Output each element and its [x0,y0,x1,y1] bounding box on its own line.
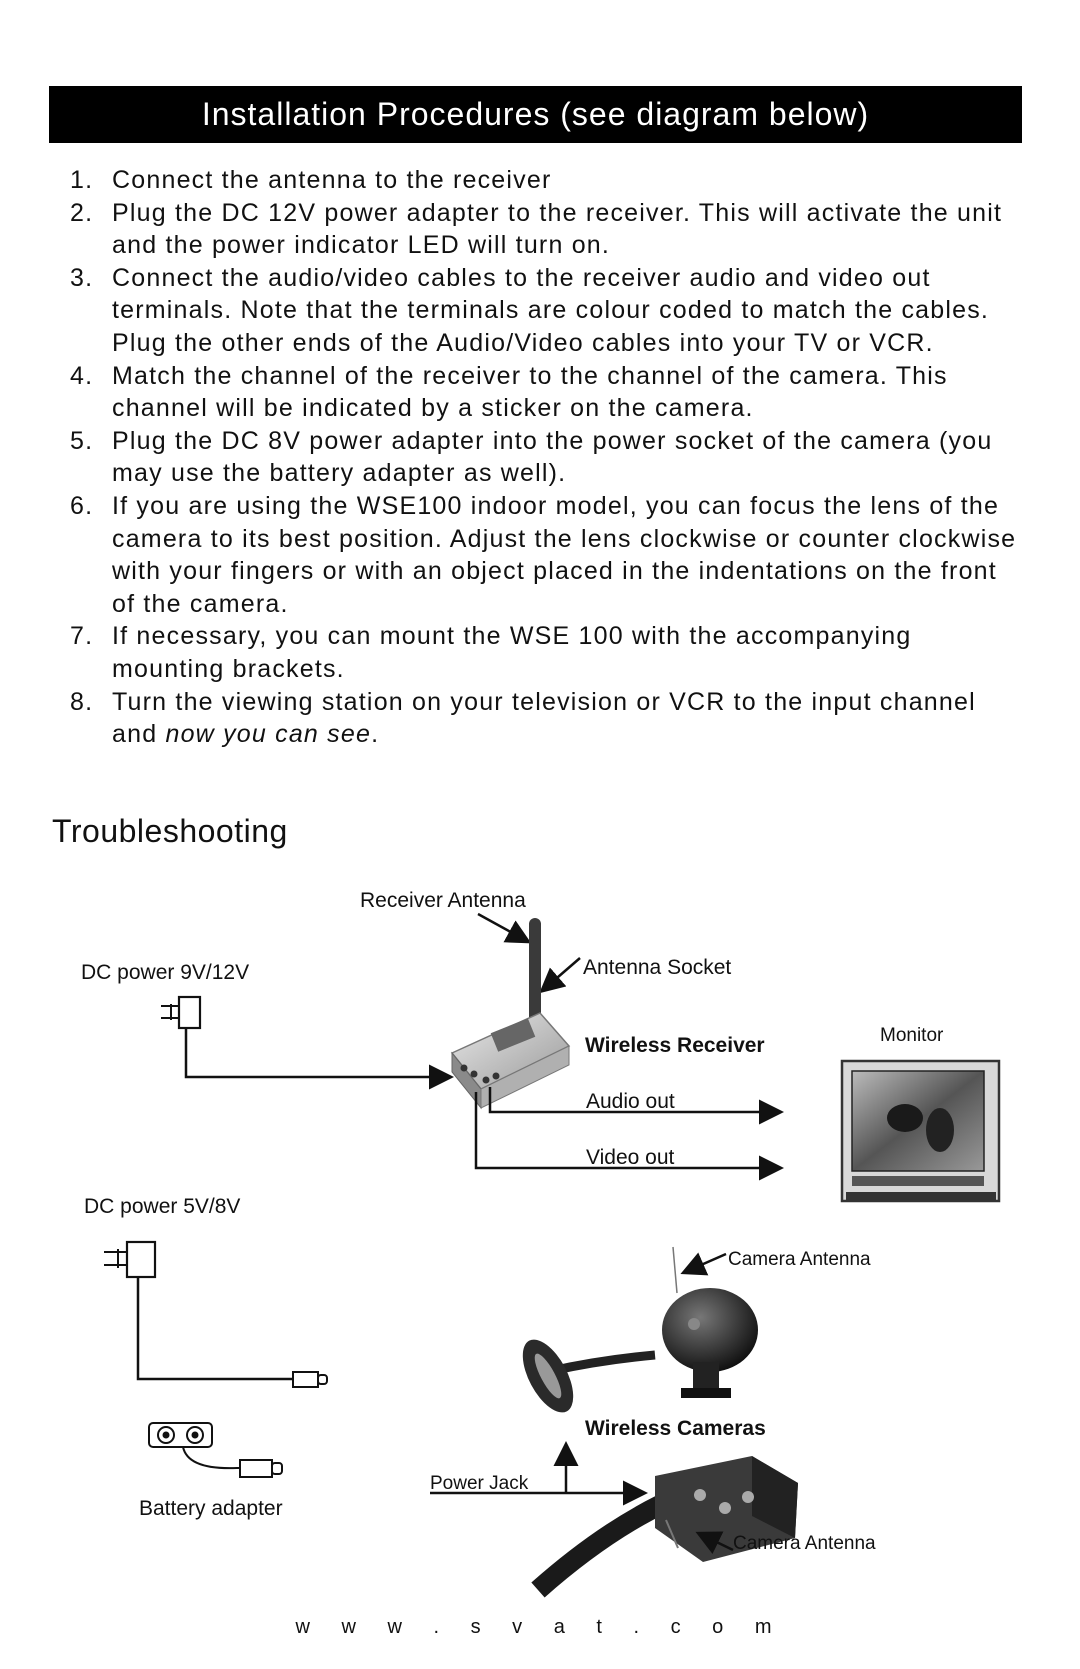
page-title-banner: Installation Procedures (see diagram bel… [49,86,1022,143]
video-out-label: Video out [586,1146,675,1169]
step-text: Connect the audio/video cables to the re… [112,263,990,357]
step-number: 3. [70,263,94,292]
receiver-antenna-pointer [477,912,532,944]
list-item: 8. Turn the viewing station on your telev… [70,686,1020,751]
list-item: 1. Connect the antenna to the receiver [70,164,1020,197]
list-item: 4. Match the channel of the receiver to t… [70,360,1020,425]
step-text-tail: . [371,720,380,749]
step-number: 5. [70,426,94,455]
installation-steps: 1. Connect the antenna to the receiver 2.… [70,164,1020,751]
camera-antenna-wire [672,1246,678,1294]
antenna-socket-label: Antenna Socket [583,956,732,979]
audio-cable [488,1087,784,1125]
list-item: 3. Connect the audio/video cables to the … [70,262,1020,360]
troubleshooting-heading: Troubleshooting [52,813,288,849]
camera-antenna-2-pointer [695,1531,734,1554]
step-text: Connect the antenna to the receiver [112,166,552,194]
wireless-cameras-label: Wireless Cameras [585,1417,766,1440]
list-item: 6. If you are using the WSE100 indoor mod… [70,490,1020,620]
website-footer: w w w . s v a t . c o m [295,1616,785,1638]
wireless-camera-icon [522,1288,758,1413]
monitor-label: Monitor [880,1025,944,1046]
dc-power-8v-label: DC power 5V/8V [84,1195,241,1218]
monitor-icon [840,1059,1001,1203]
power-cable-8v [136,1277,293,1381]
dc-plug-icon [292,1371,328,1388]
battery-adapter-icon [148,1422,283,1478]
wireless-receiver-icon [450,1012,571,1110]
step-number: 7. [70,622,94,651]
step-number: 1. [70,166,94,194]
step-number: 8. [70,687,94,716]
wireless-camera-2-icon [531,1456,798,1598]
step-text: If you are using the WSE100 indoor model… [112,491,1017,618]
dc-adapter-12v-icon [161,995,202,1030]
antenna-socket-pointer [539,957,581,994]
step-text: Plug the DC 12V power adapter to the rec… [112,198,1003,260]
camera-antenna-pointer [680,1252,727,1276]
step-number: 4. [70,361,94,390]
list-item: 7. If necessary, you can mount the WSE 10… [70,620,1020,685]
page-title: Installation Procedures (see diagram bel… [201,96,870,132]
step-number: 6. [70,491,94,520]
step-emphasis: now you can see [165,720,372,749]
step-text-main: Turn the viewing station on your televis… [112,687,976,749]
camera-antenna-2-label: Camera Antenna [733,1533,876,1554]
receiver-antenna-label: Receiver Antenna [360,889,526,912]
step-text: Match the channel of the receiver to the… [112,361,948,423]
audio-out-label: Audio out [586,1090,675,1113]
list-item: 2. Plug the DC 12V power adapter to the r… [70,197,1020,262]
camera-antenna-label: Camera Antenna [728,1249,871,1270]
battery-adapter-label: Battery adapter [139,1497,283,1520]
power-jack-label: Power Jack [430,1473,529,1494]
receiver-antenna-icon [529,918,541,1036]
video-cable [474,1092,784,1181]
dc-adapter-8v-icon [104,1240,157,1279]
step-text: Plug the DC 8V power adapter into the po… [112,426,993,488]
step-number: 2. [70,198,94,227]
dc-power-12v-label: DC power 9V/12V [81,961,250,984]
step-text: If necessary, you can mount the WSE 100 … [112,622,912,683]
list-item: 5. Plug the DC 8V power adapter into the … [70,425,1020,490]
wireless-receiver-label: Wireless Receiver [585,1034,765,1057]
step-text: Turn the viewing station on your televis… [112,686,1020,751]
power-cable-12v [184,1028,454,1090]
